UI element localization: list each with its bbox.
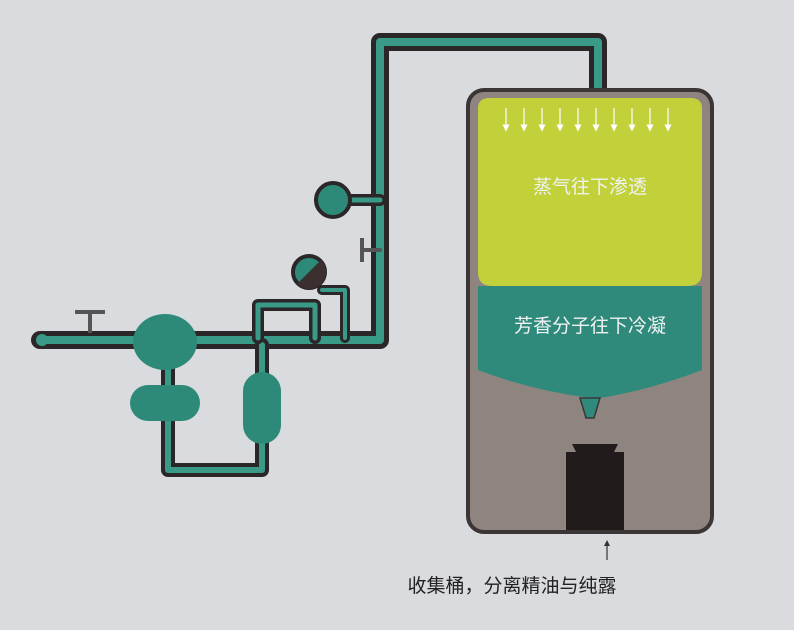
- caption-pointer-head: [604, 540, 610, 546]
- upper-gauge: [314, 181, 352, 219]
- condense-zone-label: 芳香分子往下冷凝: [514, 315, 666, 337]
- steam-zone-label: 蒸气往下渗透: [533, 176, 647, 198]
- lower-chamber: [130, 385, 200, 421]
- vertical-chamber: [243, 372, 281, 444]
- pipe-components: [36, 181, 364, 444]
- gauge-branch-lower-inner: [320, 288, 347, 340]
- main-chamber: [133, 314, 197, 370]
- distillation-vessel: 蒸气往下渗透 芳香分子往下冷凝: [466, 88, 714, 534]
- steam-zone: [478, 98, 702, 286]
- gauge-branch-lower: [317, 285, 350, 343]
- inlet-cap: [36, 334, 48, 346]
- collector-annotation: 收集桶，分离精油与纯露: [407, 540, 617, 597]
- drip-funnel: [578, 397, 602, 419]
- steam-arrows: [502, 108, 672, 132]
- collection-bucket-rim: [572, 444, 618, 456]
- collection-bucket: [566, 452, 624, 530]
- collector-caption: 收集桶，分离精油与纯露: [407, 575, 616, 597]
- condense-zone: [478, 286, 702, 398]
- lower-gauge: [291, 254, 327, 290]
- bypass-pipe-inner: [255, 302, 318, 341]
